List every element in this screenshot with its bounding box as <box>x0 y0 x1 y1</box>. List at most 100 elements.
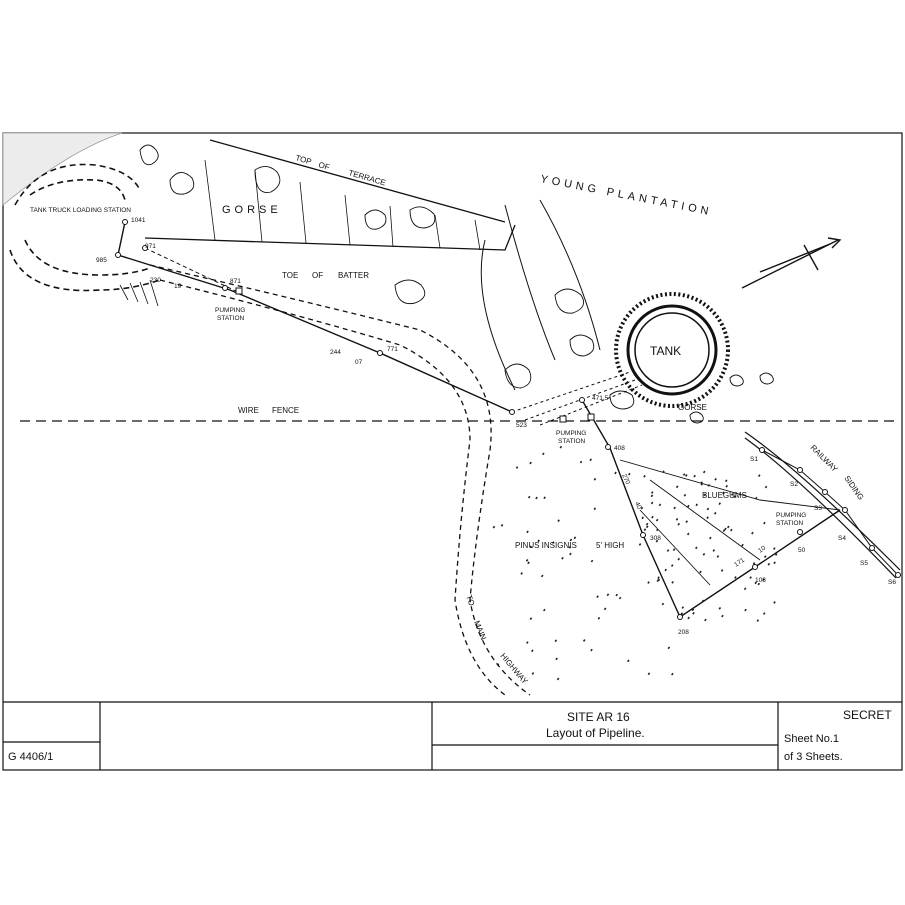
gorse-shrubs <box>139 144 774 424</box>
tree-symbol <box>582 639 586 642</box>
label-station-1: STATION <box>217 315 245 322</box>
tree-symbol <box>685 474 688 477</box>
tree-symbol <box>650 491 654 494</box>
tree-symbol <box>757 582 761 586</box>
drawing-title: Layout of Pipeline. <box>546 726 645 740</box>
tree-symbol <box>695 546 698 550</box>
tree-symbol <box>702 553 706 556</box>
tree-symbol <box>756 619 760 622</box>
label-top: TOP <box>294 153 312 166</box>
tree-symbol <box>724 527 727 531</box>
folded-corner <box>2 132 123 206</box>
tree-symbol <box>618 596 622 600</box>
point-408: 408 <box>614 445 625 452</box>
tree-symbol <box>529 617 533 621</box>
tree-symbol <box>606 593 610 597</box>
tree-symbol <box>627 659 630 663</box>
tree-symbol <box>593 507 597 511</box>
tree-symbol <box>543 496 546 500</box>
tree-symbol <box>568 545 572 549</box>
label-highway: HIGHWAY <box>498 652 529 687</box>
tree-symbol <box>661 602 665 606</box>
label-fence: FENCE <box>272 406 299 415</box>
tree-symbol <box>614 471 617 475</box>
tree-symbol <box>527 561 530 565</box>
tree-symbol <box>527 495 531 499</box>
tree-symbol <box>671 672 674 676</box>
point-s3: S3 <box>814 505 822 512</box>
tree-symbol <box>773 561 776 565</box>
tree-symbol <box>721 614 724 618</box>
label-station-2: STATION <box>558 438 586 445</box>
tree-symbol <box>667 646 671 650</box>
tree-symbol <box>643 528 647 532</box>
point-523: 523 <box>516 422 527 429</box>
tree-symbol <box>673 506 677 510</box>
tree-symbol <box>640 506 644 510</box>
tree-symbol <box>709 536 712 540</box>
point-230: 230 <box>150 277 161 284</box>
tree-symbol <box>752 562 756 565</box>
tree-symbol <box>722 529 726 533</box>
point-244: 244 <box>330 349 341 356</box>
point-871: 871 <box>230 278 241 285</box>
tree-symbol <box>535 496 538 500</box>
tree-symbol <box>773 601 776 604</box>
point-s2: S2 <box>790 481 798 488</box>
label-tank: TANK <box>650 344 681 358</box>
point-s4: S4 <box>838 535 846 542</box>
tree-symbol <box>645 522 649 526</box>
tree-symbol <box>515 466 519 469</box>
tree-symbol <box>641 516 645 520</box>
label-siding: SIDING <box>842 474 865 502</box>
tree-symbol <box>714 477 717 481</box>
point-1041: 1041 <box>131 217 146 224</box>
tree-symbol <box>579 460 583 464</box>
tree-symbol <box>590 559 594 563</box>
tree-symbol <box>500 524 504 527</box>
tree-symbol <box>529 545 533 549</box>
tree-symbol <box>573 536 577 540</box>
tree-symbol <box>774 553 778 556</box>
tree-symbol <box>767 562 771 566</box>
tree-symbol <box>597 616 601 620</box>
tree-symbol <box>559 445 563 449</box>
railway-pipeline <box>761 449 899 576</box>
tree-symbol <box>561 556 564 560</box>
label-pumping-1: PUMPING <box>215 307 245 314</box>
tank-spur-lines <box>511 371 643 426</box>
title-block <box>3 701 902 770</box>
tree-symbol <box>647 672 651 676</box>
tree-symbol <box>542 452 545 456</box>
tree-symbol <box>713 511 717 515</box>
pipeline-secondary <box>144 247 239 293</box>
point-07: 07 <box>355 359 363 366</box>
tree-symbol <box>590 648 593 652</box>
label-pumping-2: PUMPING <box>556 430 586 437</box>
railway-siding <box>744 431 901 579</box>
tree-symbol <box>725 484 729 488</box>
label-of-terrace: OF <box>317 160 330 172</box>
tree-symbol <box>643 474 646 478</box>
bluegums-boundary <box>619 459 841 586</box>
label-toe: TOE <box>282 271 298 280</box>
tree-symbol <box>526 530 529 534</box>
point-108: 108 <box>755 577 766 584</box>
tree-symbol <box>762 612 766 615</box>
north-arrow-icon <box>741 237 842 289</box>
tree-symbol <box>657 578 661 582</box>
tree-symbol <box>686 532 690 536</box>
drawing-reference: G 4406/1 <box>8 751 53 763</box>
tree-symbol <box>700 481 703 485</box>
label-gorse-small: GORSE <box>678 403 707 412</box>
tree-symbol <box>703 493 707 497</box>
tree-symbol <box>628 472 631 476</box>
tree-symbol <box>554 639 558 643</box>
loading-loop-road <box>9 163 161 292</box>
label-five-ft-high: 5' HIGH <box>596 541 624 550</box>
tree-symbol <box>662 470 665 474</box>
terrace-hatching <box>204 159 481 251</box>
sheet-total: of 3 Sheets. <box>784 751 843 763</box>
point-50: 50 <box>798 547 806 554</box>
tree-symbol <box>718 502 722 506</box>
